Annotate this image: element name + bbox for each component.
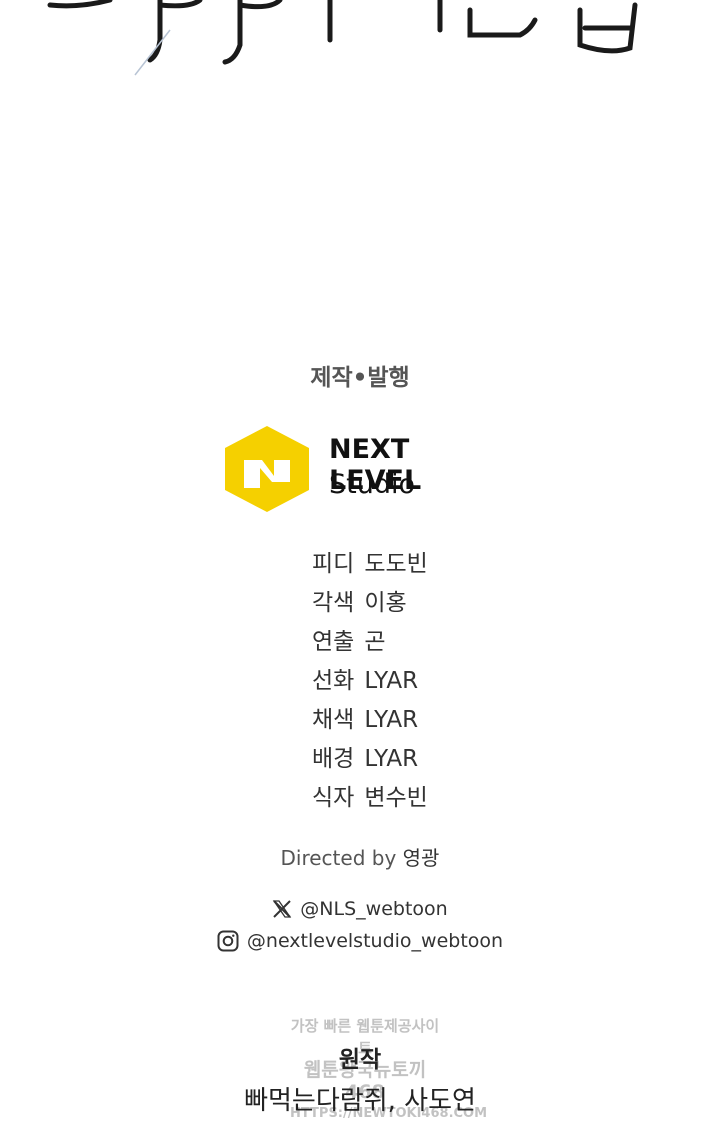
credit-row: 각색 이홍 [312, 584, 438, 623]
x-logo-icon [273, 900, 292, 918]
watermark-line2: 웹툰왕국뉴토끼468 [303, 1059, 427, 1103]
x-handle[interactable]: @NLS_webtoon [300, 898, 448, 920]
credit-role: 각색 [312, 590, 355, 616]
credit-row: 피디 도도빈 [312, 545, 438, 584]
social-x-link[interactable]: @NLS_webtoon [0, 898, 720, 920]
credit-row: 식자 변수빈 [312, 779, 438, 818]
watermark-line1: 가장 빠른 웹툰제공사이트 [290, 1017, 440, 1057]
credit-name: LYAR [364, 746, 419, 772]
original-authors: 빠먹는다람쥐, 사도연 [244, 1086, 476, 1116]
credit-role: 연출 [312, 629, 355, 655]
studio-name-line1: NEXT LEVEL [329, 434, 422, 496]
credit-name: 이홍 [364, 590, 407, 616]
credits-list: 피디 도도빈 각색 이홍 연출 곤 선화 LYAR 채색 LYAR 배경 LYAR 식자 변수… [312, 545, 438, 818]
studio-logo-icon [225, 426, 309, 512]
instagram-handle[interactable]: @nextlevelstudio_webtoon [246, 930, 504, 952]
credit-name: LYAR [364, 668, 419, 694]
credit-role: 선화 [312, 668, 355, 694]
next-level-studio-logo: NEXT LEVEL Studio [224, 426, 504, 512]
credit-row: 배경 LYAR [312, 740, 438, 779]
credit-name: LYAR [364, 707, 419, 733]
credit-role: 식자 [312, 785, 355, 811]
director-name: 영광 [402, 846, 440, 870]
credit-row: 선화 LYAR [312, 662, 438, 701]
directed-by-label: Directed by [280, 846, 397, 870]
webtoon-title-logo [47, 0, 638, 76]
credit-role: 피디 [312, 551, 355, 577]
studio-name-line2: Studio [329, 469, 415, 500]
original-work-label: 원작 [338, 1047, 382, 1073]
credit-row: 연출 곤 [312, 623, 438, 662]
social-instagram-link[interactable]: @nextlevelstudio_webtoon [0, 930, 720, 952]
credit-row: 채색 LYAR [312, 701, 438, 740]
credit-name: 도도빈 [364, 551, 428, 577]
credit-name: 변수빈 [364, 785, 428, 811]
credit-name: 곤 [364, 629, 386, 655]
instagram-icon [217, 930, 239, 952]
directed-by: Directed by 영광 [0, 842, 720, 871]
credit-role: 채색 [312, 707, 355, 733]
publisher-label: 제작•발행 [310, 365, 410, 391]
credit-role: 배경 [312, 746, 355, 772]
